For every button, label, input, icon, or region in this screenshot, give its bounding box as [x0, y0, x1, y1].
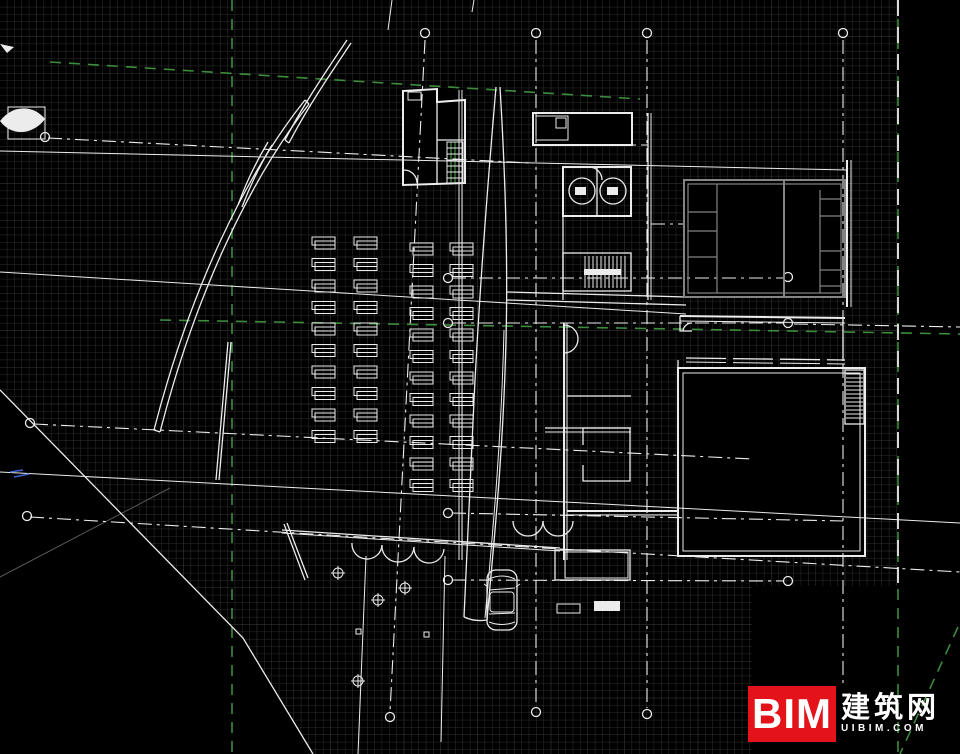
car-symbol — [483, 569, 521, 631]
blue-annotation — [9, 469, 30, 478]
axis-bubbles — [21, 27, 849, 723]
core-building — [506, 112, 687, 306]
watermark-logo-text: BIM — [752, 690, 832, 737]
landscape-island — [0, 44, 46, 140]
green-setback-lines — [49, 0, 960, 754]
canopy-spine — [458, 86, 508, 622]
gray-roof-structure — [683, 160, 852, 307]
watermark: BIM 建筑网 UIBIM.COM — [748, 686, 940, 742]
mid-rooms — [512, 323, 678, 581]
watermark-site: 建筑网 UIBIM.COM — [836, 686, 940, 742]
watermark-logo-box: BIM — [748, 686, 836, 742]
ungridded-zones — [0, 88, 898, 754]
contour-lines — [0, 150, 960, 578]
bottom-site — [355, 555, 620, 754]
site-edge-diagonal — [0, 389, 314, 754]
north-arrow — [0, 44, 14, 53]
watermark-site-name: 建筑网 — [841, 692, 941, 724]
watermark-site-url: UIBIM.COM — [841, 723, 927, 734]
main-hall — [677, 360, 866, 557]
mid-strip-building — [679, 315, 846, 365]
annex-building — [402, 87, 466, 187]
survey-markers — [331, 566, 412, 688]
entry-canopy — [281, 529, 561, 564]
